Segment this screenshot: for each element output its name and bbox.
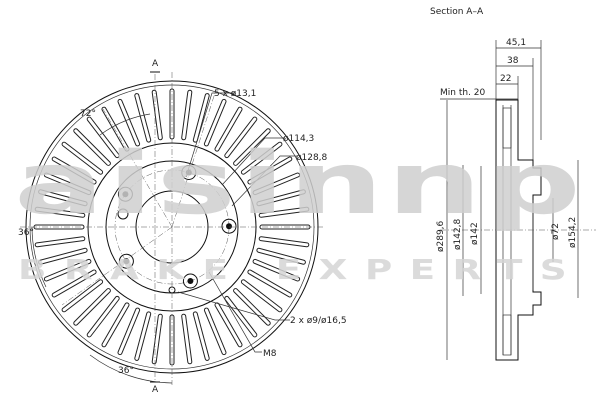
cooling-vane	[118, 99, 140, 146]
angle-arc-36-left	[31, 226, 47, 288]
cooling-vane	[182, 314, 192, 364]
leader-bolts	[185, 92, 235, 178]
cooling-vane	[257, 248, 305, 264]
dia-142-8-text: ø142,8	[453, 218, 463, 250]
cooling-vane	[204, 308, 226, 355]
bolt-holes	[117, 165, 237, 289]
bolt-hole	[181, 165, 197, 180]
vent-slot-top	[502, 107, 512, 149]
cooling-vane	[62, 280, 103, 312]
bolt-hole	[182, 273, 198, 289]
cooling-vane	[118, 308, 140, 355]
leader-hub	[231, 155, 297, 207]
dim-38-text: 38	[507, 56, 519, 66]
cooling-vane	[135, 94, 151, 142]
cooling-vane	[87, 117, 119, 158]
cooling-vane	[35, 237, 85, 247]
vent-slot-bottom	[502, 314, 512, 356]
bolt-hole-center	[187, 278, 194, 284]
min-thickness-text: Min th. 20	[440, 88, 486, 98]
dim-22-text: 22	[500, 74, 511, 84]
bolt-hole-center	[185, 169, 192, 176]
bolt-hole-center	[122, 191, 129, 198]
cooling-vane	[52, 157, 96, 184]
cooling-vane	[87, 296, 119, 337]
angle-36-bottom-label: 36°	[118, 366, 134, 376]
cooling-vane	[215, 303, 242, 347]
bolt-hole	[221, 218, 237, 234]
cooling-vane	[52, 270, 96, 297]
cooling-vane	[248, 270, 292, 297]
cooling-vane	[193, 312, 209, 360]
cooling-vane	[74, 289, 110, 325]
cooling-vane	[225, 117, 257, 158]
cooling-vane	[259, 237, 309, 247]
cooling-vane	[204, 99, 226, 146]
cooling-vane	[193, 94, 209, 142]
angle-72-label: 72°	[80, 109, 96, 119]
holes-label: 2 x ø9/ø16,5	[290, 316, 347, 326]
leader-pcd	[221, 137, 285, 186]
radial-guide-36	[61, 226, 173, 306]
cooling-vane	[215, 107, 242, 151]
dia-154-text: ø154,2	[568, 217, 578, 248]
bolt-hole	[117, 186, 133, 202]
watermark-brand: aisinnp	[14, 134, 584, 234]
cooling-vanes	[33, 88, 311, 366]
dia-289-text: ø289,6	[436, 220, 446, 252]
bolts-label: 5 x ø13,1	[214, 89, 256, 99]
leader-holes	[177, 291, 290, 321]
thread-label: M8	[263, 349, 277, 359]
dia-72-text: ø72	[551, 223, 561, 240]
radial-guide-72	[102, 108, 173, 228]
cooling-vane	[257, 190, 305, 206]
leader-thread	[208, 271, 262, 353]
cooling-vane	[234, 289, 270, 325]
rotor-section-outline	[495, 99, 542, 361]
cooling-vane	[253, 259, 300, 281]
bolt-hole-center	[226, 223, 232, 230]
cooling-vane	[248, 157, 292, 184]
cooling-vane	[234, 129, 270, 165]
cooling-vane	[102, 303, 129, 347]
dia-142-text: ø142	[470, 222, 480, 245]
cooling-vane	[182, 90, 192, 140]
cooling-vane	[225, 296, 257, 337]
angle-36-left-label: 36°	[18, 228, 34, 238]
pcd-label: ø114,3	[283, 134, 314, 144]
cooling-vane	[44, 173, 91, 195]
small-hole-left	[117, 208, 129, 220]
cooling-vane	[62, 142, 103, 174]
section-view: Section A–A 45,1 38 22 Min th. 20 ø289,6…	[430, 7, 596, 361]
outer-hub-label: ø128,8	[296, 153, 328, 163]
cooling-vane	[39, 248, 87, 264]
cooling-vane	[35, 207, 85, 217]
bolt-hole	[118, 253, 134, 269]
cooling-vane	[259, 207, 309, 217]
radial-guide-bolt	[171, 92, 216, 228]
cooling-vane	[102, 107, 129, 151]
cooling-vane	[241, 142, 282, 174]
bolt-hole-center	[123, 258, 130, 265]
cooling-vane	[135, 312, 151, 360]
cooling-vane	[74, 129, 110, 165]
dim-45-text: 45,1	[506, 38, 526, 48]
front-view: A A 5 x ø13,1 ø114,3 ø128,8 2 x ø9/ø16,5…	[18, 59, 347, 395]
watermark-tagline: BRAKE EXPERTS	[18, 253, 584, 286]
watermark: aisinnp BRAKE EXPERTS	[14, 134, 584, 286]
section-mark-top: A	[152, 59, 159, 69]
section-title: Section A–A	[430, 7, 484, 17]
angle-arc-72	[99, 113, 151, 136]
cooling-vane	[39, 190, 87, 206]
cooling-vane	[44, 259, 91, 281]
section-mark-bottom: A	[152, 385, 159, 395]
cooling-vane	[253, 173, 300, 195]
angle-arc-36-bottom	[89, 354, 173, 384]
cooling-vane	[241, 280, 282, 312]
